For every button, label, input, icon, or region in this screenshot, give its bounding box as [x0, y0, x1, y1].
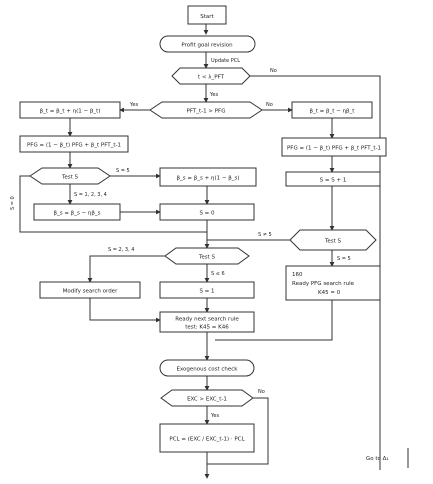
beta-s-inc-label: β_s = β_s + η(1 − β_s) [177, 176, 240, 182]
s-plus-one-node: S = S + 1 [285, 171, 381, 187]
pcl-update-label: PCL = (EXC / EXC_t-1) · PCL [169, 437, 245, 443]
s-one-node: S = 1 [159, 281, 255, 299]
ready-next-node: Ready next search rule test: K45 = K46 [159, 311, 255, 333]
beta-s-inc-node: β_s = β_s + η(1 − β_s) [159, 167, 257, 187]
test-s-mid-sle6: S ≤ 6 [211, 271, 225, 277]
pft-no: No [266, 102, 273, 108]
ready-pfg-node: 160 Ready PFG search rule K45 = 0 [285, 265, 381, 301]
exc-yes: Yes [210, 413, 219, 419]
exc-no: No [258, 389, 265, 395]
test-s-mid-label: Test S [198, 255, 216, 261]
exo-cost-label: Exogenous cost check [176, 367, 238, 373]
test-s-mid-node: Test S [164, 247, 250, 265]
goto-label: Go to Δ₁ [366, 456, 389, 462]
test-s-top-node: Test S [29, 167, 111, 185]
beta-dec-right-label: β_t = β_t − ηβ_t [310, 109, 356, 115]
pft-check-label: PFT_t-1 > PFG [187, 109, 226, 115]
ready-pfg-line2: K45 = 0 [318, 290, 341, 296]
pfg-left-label: PFG = (1 − β_t) PFG + β_t PFT_t-1 [27, 143, 121, 149]
pft-yes: Yes [129, 102, 138, 108]
modify-search-node: Modify search order [39, 281, 141, 299]
t-lambda-yes: Yes [209, 92, 218, 98]
test-s-right-sne5: S ≠ 5 [258, 232, 272, 238]
beta-s-dec-label: β_s = β_s − ηβ_s [53, 211, 100, 217]
t-lambda-no: No [270, 68, 277, 74]
edges [19, 24, 409, 479]
s-zero-node: S = 0 [159, 203, 255, 221]
t-lambda-node: t < λ_PFT [171, 67, 251, 85]
test-s-top-label: Test S [61, 175, 79, 181]
ready-next-line1: Ready next search rule [175, 317, 239, 323]
start-label: Start [200, 14, 214, 20]
t-lambda-label: t < λ_PFT [198, 75, 225, 81]
beta-inc-left-node: β_t = β_t + η(1 − β_t) [19, 101, 121, 119]
modify-search-label: Modify search order [63, 289, 118, 295]
test-s-right-s5: S = 5 [337, 256, 351, 262]
s-plus-one-label: S = S + 1 [320, 178, 347, 184]
update-pcl-label: Update PCL [211, 58, 240, 64]
pfg-right-label: PFG = (1 − β_t) PFG + β_t PFT_t-1 [287, 146, 381, 152]
exo-cost-node: Exogenous cost check [159, 359, 255, 377]
pfg-left-node: PFG = (1 − β_t) PFG + β_t PFT_t-1 [19, 135, 129, 153]
test-s-right-node: Test S [289, 229, 377, 251]
beta-s-dec-node: β_s = β_s − ηβ_s [33, 203, 121, 221]
beta-inc-left-label: β_t = β_t + η(1 − β_t) [40, 109, 101, 115]
beta-dec-right-node: β_t = β_t − ηβ_t [291, 101, 373, 119]
ready-next-line2: test: K45 = K46 [185, 325, 229, 331]
test-s-top-s5: S = 5 [116, 168, 130, 174]
test-s-top-s0: S = 0 [10, 196, 16, 210]
s-one-label: S = 1 [199, 289, 214, 295]
pfg-right-node: PFG = (1 − β_t) PFG + β_t PFT_t-1 [281, 137, 387, 157]
profit-goal-label: Profit goal revision [181, 43, 233, 49]
pcl-update-node: PCL = (EXC / EXC_t-1) · PCL [159, 423, 255, 453]
test-s-right-label: Test S [324, 239, 342, 245]
test-s-top-s1234: S = 1, 2, 3, 4 [74, 192, 107, 198]
exc-check-node: EXC > EXC_t-1 [160, 389, 254, 407]
test-s-mid-s234: S = 2, 3, 4 [108, 247, 134, 253]
s-zero-label: S = 0 [199, 211, 215, 217]
ready-pfg-num: 160 [292, 272, 303, 278]
start-node: Start [187, 5, 227, 25]
exc-check-label: EXC > EXC_t-1 [187, 397, 227, 403]
profit-goal-node: Profit goal revision [159, 35, 256, 53]
pft-check-node: PFT_t-1 > PFG [149, 101, 263, 119]
ready-pfg-line1: Ready PFG search rule [292, 281, 355, 287]
